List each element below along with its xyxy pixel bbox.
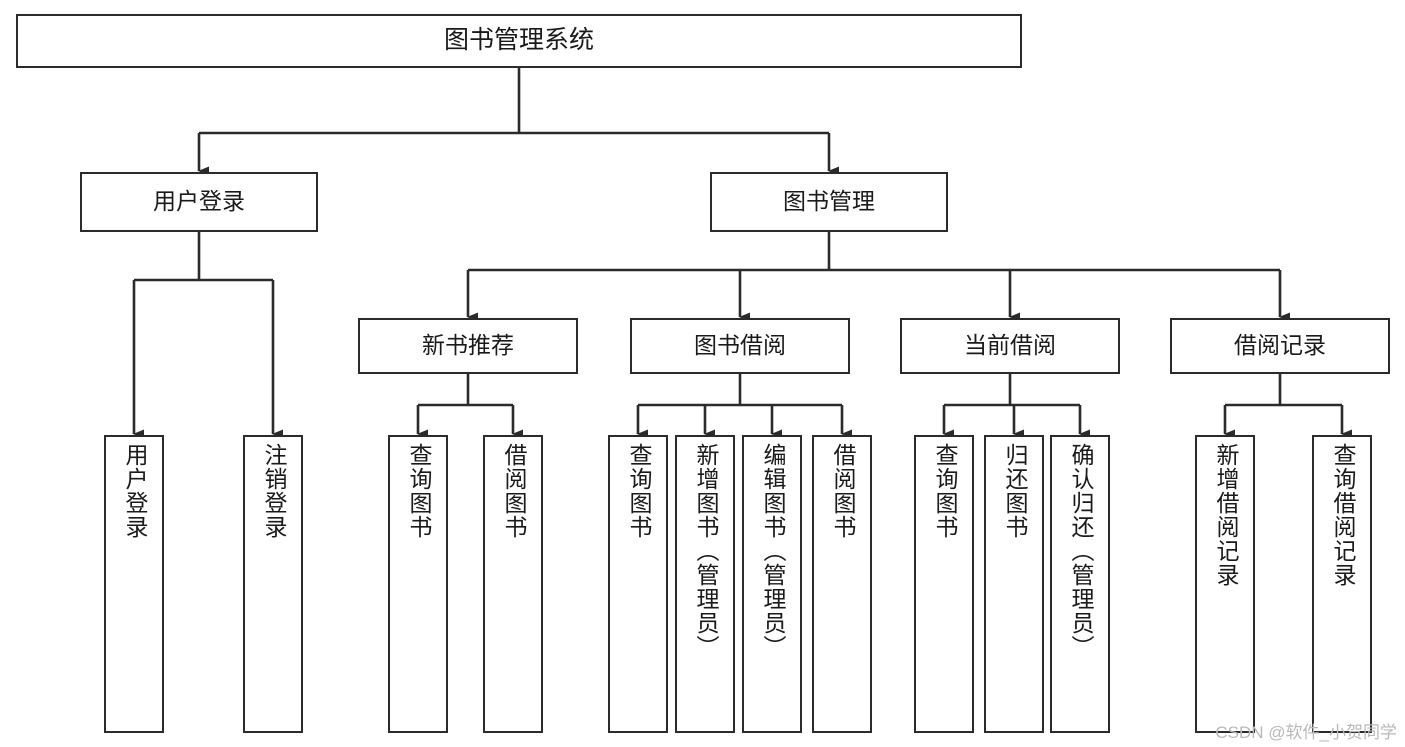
node-label: 查询借阅记录	[1329, 443, 1356, 587]
node-label: 借阅图书	[500, 443, 527, 539]
node-label: 用户登录	[121, 443, 148, 539]
node-label: 借阅图书	[829, 443, 856, 539]
node-label: 借阅记录	[1234, 332, 1326, 359]
node-label: 查询图书	[405, 443, 432, 539]
node-label: 新增图书（管理员）	[692, 443, 719, 659]
node-label: 查询图书	[931, 443, 958, 539]
node-leaf-bk-add[interactable]: 新增图书（管理员）	[675, 435, 735, 733]
node-label: 新增借阅记录	[1212, 443, 1239, 587]
node-label: 归还图书	[1001, 443, 1028, 539]
node-leaf-bk-edit[interactable]: 编辑图书（管理员）	[742, 435, 802, 733]
node-borrow[interactable]: 图书借阅	[630, 318, 850, 374]
node-leaf-rec-add[interactable]: 新增借阅记录	[1195, 435, 1255, 733]
watermark: CSDN @软件_小贺同学	[1215, 723, 1397, 742]
node-leaf-user-logout[interactable]: 注销登录	[243, 435, 303, 733]
node-label: 新书推荐	[422, 332, 514, 359]
node-label: 图书借阅	[694, 332, 786, 359]
node-login[interactable]: 用户登录	[80, 172, 318, 232]
edges	[132, 68, 1352, 439]
node-label: 查询图书	[625, 443, 652, 539]
node-leaf-cur-return[interactable]: 归还图书	[984, 435, 1044, 733]
node-label: 编辑图书（管理员）	[759, 443, 786, 659]
node-leaf-rec-query[interactable]: 查询借阅记录	[1312, 435, 1372, 733]
node-label: 注销登录	[260, 443, 287, 539]
node-label: 图书管理系统	[443, 26, 594, 55]
node-leaf-bk-borrow[interactable]: 借阅图书	[812, 435, 872, 733]
node-leaf-cur-confirm[interactable]: 确认归还（管理员）	[1050, 435, 1110, 733]
node-leaf-cur-query[interactable]: 查询图书	[914, 435, 974, 733]
node-bookmgmt[interactable]: 图书管理	[710, 172, 948, 232]
node-leaf-user-login[interactable]: 用户登录	[104, 435, 164, 733]
node-leaf-bk-query[interactable]: 查询图书	[608, 435, 668, 733]
node-leaf-nb-borrow[interactable]: 借阅图书	[483, 435, 543, 733]
node-label: 确认归还（管理员）	[1067, 443, 1094, 659]
node-label: 图书管理	[783, 188, 875, 215]
node-current[interactable]: 当前借阅	[900, 318, 1120, 374]
node-newbook[interactable]: 新书推荐	[358, 318, 578, 374]
node-records[interactable]: 借阅记录	[1170, 318, 1390, 374]
node-label: 当前借阅	[964, 332, 1056, 359]
node-label: 用户登录	[153, 188, 245, 215]
node-leaf-nb-query[interactable]: 查询图书	[388, 435, 448, 733]
node-root[interactable]: 图书管理系统	[16, 14, 1022, 68]
